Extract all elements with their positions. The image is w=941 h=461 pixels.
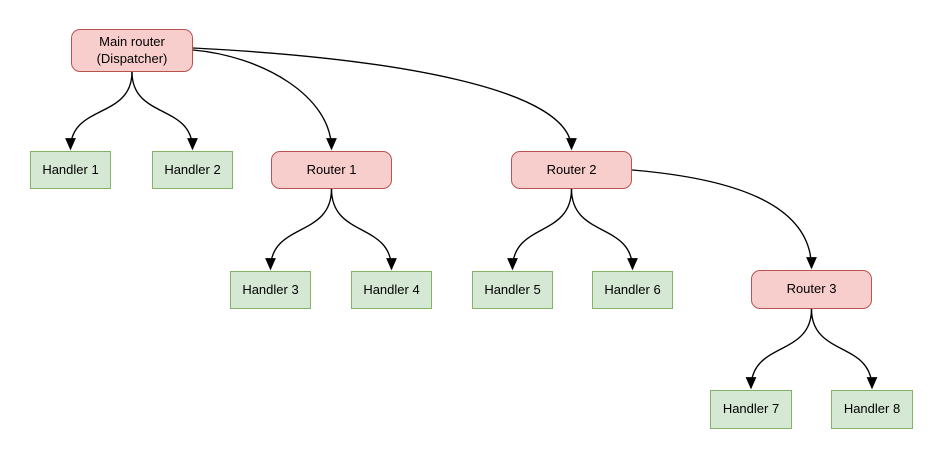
edge-router-3-to-handler-7 (745, 308, 813, 390)
edge-main-router-to-router-1 (192, 49, 337, 151)
node-router-3: Router 3 (751, 270, 872, 309)
node-handler-8: Handler 8 (831, 390, 913, 429)
node-main-router-dispatcher: Main router (Dispatcher) (71, 29, 193, 72)
edge-router-2-to-handler-6 (570, 188, 638, 271)
node-handler-6: Handler 6 (592, 271, 673, 309)
edge-main-router-to-handler-1 (65, 71, 133, 151)
node-handler-1: Handler 1 (30, 151, 111, 189)
edge-router-2-to-handler-5 (507, 188, 573, 271)
node-handler-5: Handler 5 (472, 271, 553, 309)
edge-router-1-to-handler-4 (330, 188, 397, 271)
edge-router-1-to-handler-3 (265, 188, 333, 271)
edge-main-router-to-router-2 (192, 47, 577, 151)
node-router-1: Router 1 (271, 151, 392, 189)
edge-main-router-to-handler-2 (131, 71, 198, 151)
node-handler-2: Handler 2 (152, 151, 233, 189)
node-handler-3: Handler 3 (230, 271, 311, 309)
node-handler-4: Handler 4 (351, 271, 432, 309)
node-router-2: Router 2 (511, 151, 632, 189)
node-handler-7: Handler 7 (710, 390, 792, 429)
edge-router-2-to-router-3 (631, 169, 817, 270)
edge-router-3-to-handler-8 (810, 308, 878, 390)
